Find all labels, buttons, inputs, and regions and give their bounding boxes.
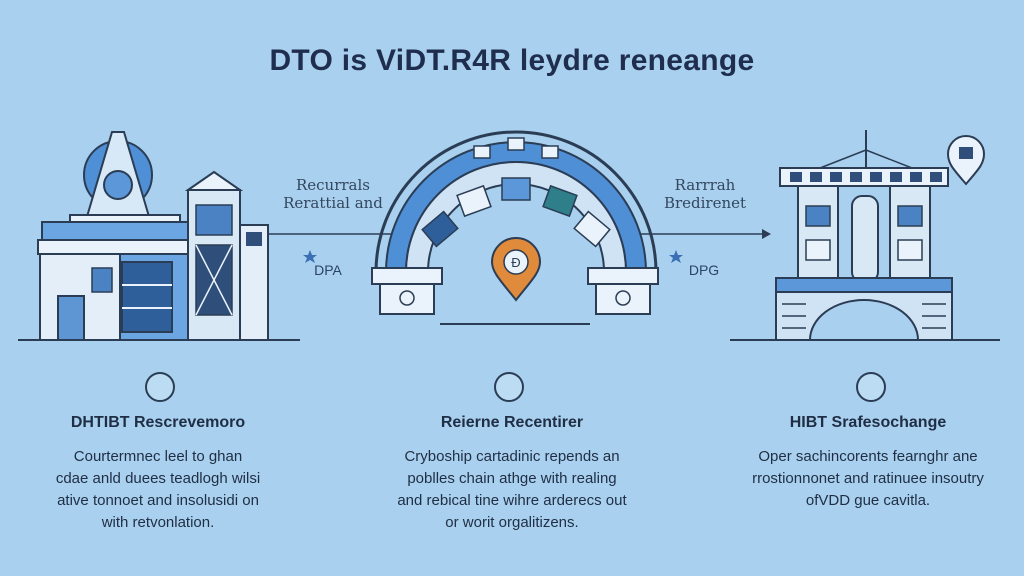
bitcoin-badge-icon <box>494 372 524 402</box>
connector-right-line-1: Rarrrah <box>674 176 736 194</box>
globe-badge-icon <box>856 372 886 402</box>
map-marker-icon <box>946 135 986 186</box>
section-3-title: HIBT Srafesochange <box>789 414 947 431</box>
section-1-line-3: ative tonnoet and insolusidi on <box>57 492 259 509</box>
section-3-line-1: Oper sachincorents fearnghr ane <box>758 448 978 465</box>
section-1-line-2: cdae anld duees teadlogh wilsi <box>55 470 261 487</box>
section-3-line-3: ofVDD gue cavitla. <box>805 492 931 509</box>
connector-left-line-1: Recurrals <box>295 176 370 194</box>
connector-arrow-right <box>640 229 771 239</box>
exchange-structure-illustration <box>775 130 986 341</box>
svg-text:Đ: Đ <box>511 255 520 270</box>
connector-right-label: Rarrrah Bredirenet <box>640 176 770 212</box>
section-2-line-1: Cryboship cartadinic repends an <box>404 448 620 465</box>
lock-badge-icon <box>145 372 175 402</box>
section-1-title: DHTIBT Rescrevemoro <box>70 414 246 431</box>
section-3-description: Oper sachincorents fearnghr ane rrostion… <box>718 446 1018 512</box>
section-1-description: Courtermnec leel to ghan cdae anld duees… <box>8 446 308 534</box>
section-3-line-2: rrostionnonet and ratinuee insoutry <box>752 470 984 487</box>
section-2-line-4: or worit orgalitizens. <box>445 514 579 531</box>
connector-right-sub: DPG <box>688 262 720 278</box>
section-2-line-3: and rebical tine wihre arderecs out <box>397 492 627 509</box>
connector-left-sub: DPA <box>314 262 342 278</box>
building-illustration <box>37 131 269 341</box>
connector-left-line-2: Rerattial and <box>283 194 383 212</box>
arch-bridge-illustration: Đ <box>371 130 659 325</box>
section-1-line-4: with retvonlation. <box>101 514 215 531</box>
connector-left-label: Recurrals Rerattial and <box>268 176 398 212</box>
connector-right-line-2: Bredirenet <box>663 194 747 212</box>
page-title: DTO is ViDT.R4R leydre reneange <box>269 44 755 77</box>
section-1-line-1: Courtermnec leel to ghan <box>73 448 243 465</box>
section-2-title: Reierne Recentirer <box>440 414 584 431</box>
section-2-description: Cryboship cartadinic repends an poblles … <box>362 446 662 534</box>
section-2-line-2: poblles chain athge with realing <box>407 470 617 487</box>
